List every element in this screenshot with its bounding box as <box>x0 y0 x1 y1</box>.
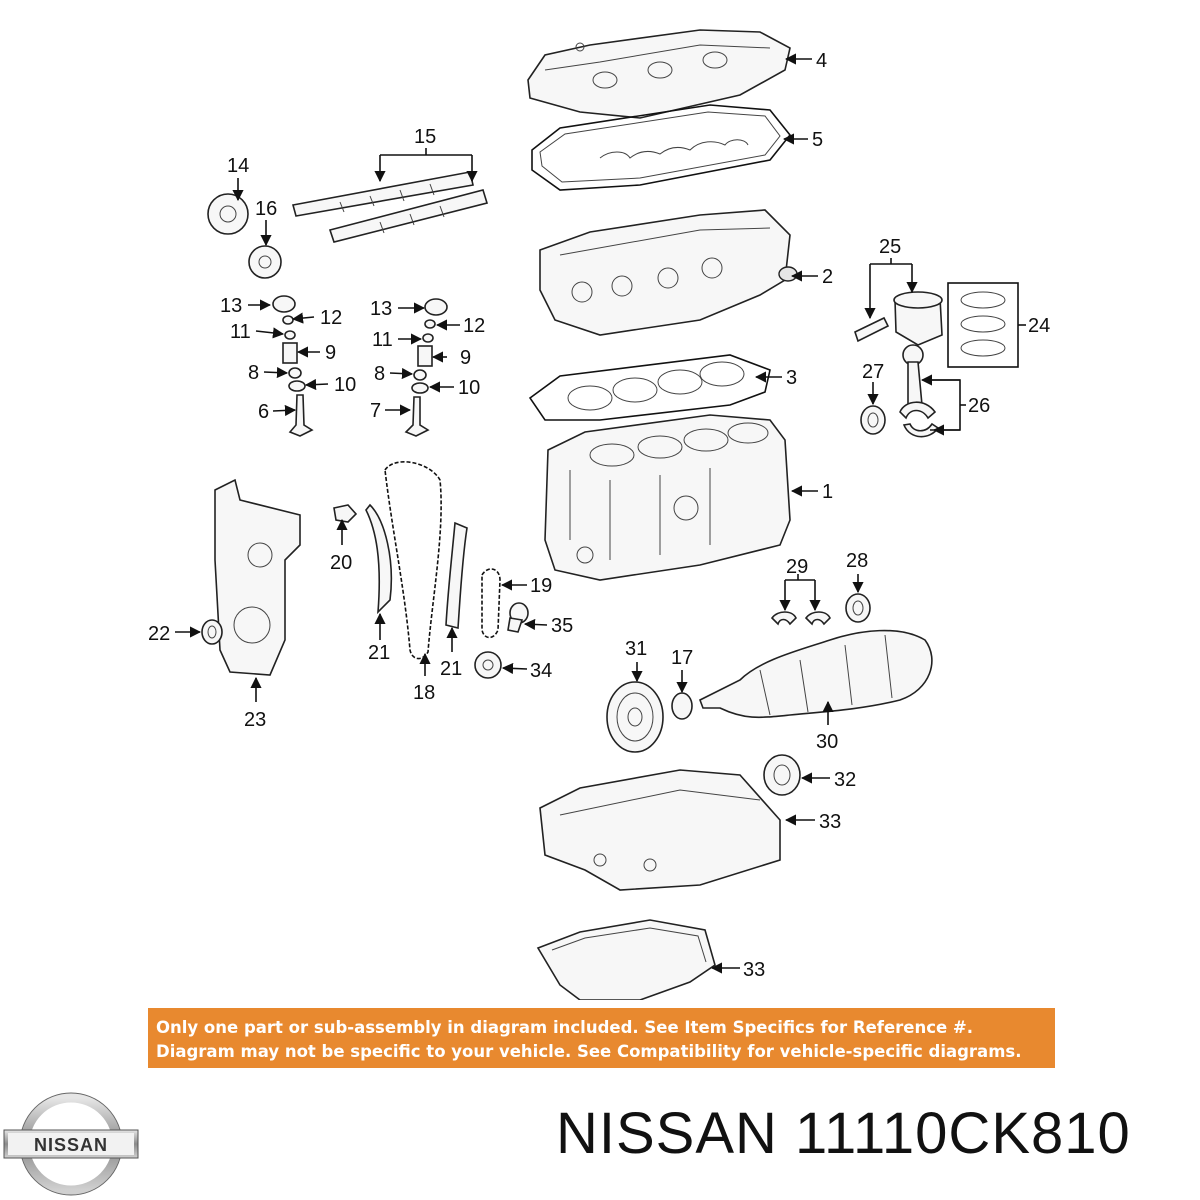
callout-30: 30 <box>816 731 838 753</box>
front-seal <box>201 619 223 645</box>
nissan-logo: NISSAN <box>3 1092 139 1196</box>
engine-block <box>544 414 791 581</box>
callout-17: 17 <box>671 647 693 669</box>
disclaimer-banner: Only one part or sub-assembly in diagram… <box>148 1008 1055 1068</box>
callout-10-right: 10 <box>458 377 480 399</box>
callout-23: 23 <box>244 709 266 731</box>
valvetrain-left <box>272 295 314 437</box>
callout-21-right: 21 <box>440 658 462 680</box>
callout-20: 20 <box>330 552 352 574</box>
callout-33-lower: 33 <box>743 959 765 981</box>
crank-sprocket <box>671 692 693 720</box>
engine-parts-diagram: 1 2 3 4 5 6 7 8 8 9 9 10 10 11 11 12 12 … <box>148 29 1050 1000</box>
callout-21-left: 21 <box>368 642 390 664</box>
callout-2: 2 <box>822 266 833 288</box>
callout-5: 5 <box>812 129 823 151</box>
logo-wordmark: NISSAN <box>34 1135 108 1155</box>
callout-3: 3 <box>786 367 797 389</box>
main-bearings <box>770 611 831 626</box>
crank-pulley <box>606 681 664 753</box>
chain-guide-left <box>365 503 393 615</box>
callout-32: 32 <box>834 769 856 791</box>
connecting-rod <box>860 344 940 438</box>
valvetrain-right <box>404 298 448 437</box>
callout-16: 16 <box>255 198 277 220</box>
cam-phaser <box>207 193 249 235</box>
callout-31: 31 <box>625 638 647 660</box>
callout-10-left: 10 <box>334 374 356 396</box>
callout-18: 18 <box>413 682 435 704</box>
callout-14: 14 <box>227 155 249 177</box>
callout-8-left: 8 <box>248 362 259 384</box>
part-number-caption: NISSAN 11110CK810 <box>556 1101 1131 1166</box>
disclaimer-line-2: Diagram may not be specific to your vehi… <box>156 1042 1022 1061</box>
callout-19: 19 <box>530 575 552 597</box>
crankshaft <box>698 629 933 719</box>
cylinder-head <box>539 209 798 336</box>
callout-13-right: 13 <box>370 298 392 320</box>
rear-main-seal <box>763 754 801 796</box>
callout-11-left: 11 <box>230 321 251 343</box>
callout-11-right: 11 <box>372 329 393 351</box>
thrust-bearing <box>845 593 871 623</box>
callout-12-right: 12 <box>463 315 485 337</box>
head-gasket <box>528 354 771 421</box>
timing-chain <box>384 461 442 660</box>
camshafts <box>291 171 489 243</box>
callout-13-left: 13 <box>220 295 242 317</box>
callout-9-right: 9 <box>460 347 471 369</box>
callout-12-left: 12 <box>320 307 342 329</box>
cam-sprocket <box>248 245 282 279</box>
callout-34: 34 <box>530 660 552 682</box>
oil-pump-chain <box>481 568 501 639</box>
chain-tensioner <box>333 504 358 523</box>
callout-8-right: 8 <box>374 363 385 385</box>
callout-labels: 1 2 3 4 5 6 7 8 8 9 9 10 10 11 11 12 12 … <box>148 50 1050 981</box>
callout-15: 15 <box>414 126 436 148</box>
callout-33-upper: 33 <box>819 811 841 833</box>
callout-26: 26 <box>968 395 990 417</box>
piston-assembly <box>854 282 1019 368</box>
callout-28: 28 <box>846 550 868 572</box>
valve-cover <box>527 29 791 119</box>
chain-guide-right <box>445 521 468 630</box>
callout-7: 7 <box>370 400 381 422</box>
timing-cover <box>214 478 301 676</box>
oil-pump-sprocket <box>474 651 502 679</box>
callout-22: 22 <box>148 623 170 645</box>
valve-cover-gasket <box>531 104 792 191</box>
disclaimer-line-1: Only one part or sub-assembly in diagram… <box>156 1018 974 1037</box>
callout-9-left: 9 <box>325 342 336 364</box>
lower-oil-pan <box>536 919 716 1000</box>
callout-25: 25 <box>879 236 901 258</box>
callout-4: 4 <box>816 50 827 72</box>
callout-6: 6 <box>258 401 269 423</box>
upper-oil-pan <box>539 769 781 891</box>
leader-lines <box>175 53 1026 974</box>
callout-27: 27 <box>862 361 884 383</box>
callout-24: 24 <box>1028 315 1050 337</box>
callout-35: 35 <box>551 615 573 637</box>
callout-29: 29 <box>786 556 808 578</box>
chain-tensioner-2 <box>507 602 529 633</box>
callout-1: 1 <box>822 481 833 503</box>
